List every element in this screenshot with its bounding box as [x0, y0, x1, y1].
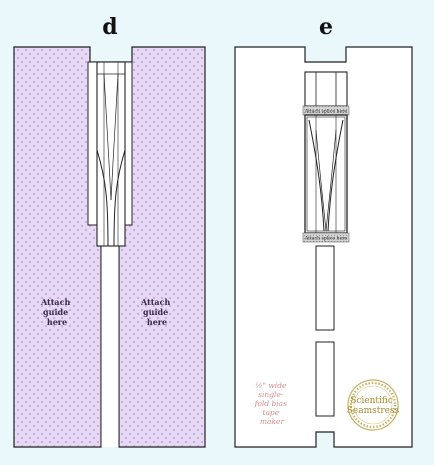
- panel-e-channel-bottom: [315, 341, 335, 417]
- guide-label-left: Attach guide here: [40, 297, 73, 327]
- tape-maker-caption: ½" wide single- fold bias tape maker: [254, 381, 290, 426]
- panel-d: Attach guide here Attach guide here: [13, 46, 206, 448]
- panel-e-label: e: [319, 14, 333, 40]
- panel-e-top-block: [304, 71, 348, 107]
- guide-label-right: Attach guide here: [140, 297, 173, 327]
- logo-text: Scientific Seamstress: [347, 396, 400, 416]
- splice-label-bottom: Attach splice here: [304, 236, 348, 242]
- panel-e: Attach splice here Attach splice here ½"…: [234, 46, 413, 448]
- panel-e-fold-block: [304, 114, 348, 234]
- scientific-seamstress-logo: Scientific Seamstress: [347, 379, 400, 431]
- panel-d-channel-lower: [101, 225, 119, 447]
- splice-strip-bottom: [302, 232, 350, 243]
- panel-d-fold-insert: [96, 61, 126, 247]
- panel-d-label: d: [102, 14, 117, 40]
- splice-label-top: Attach splice here: [304, 109, 348, 115]
- panel-e-channel-middle: [315, 245, 335, 331]
